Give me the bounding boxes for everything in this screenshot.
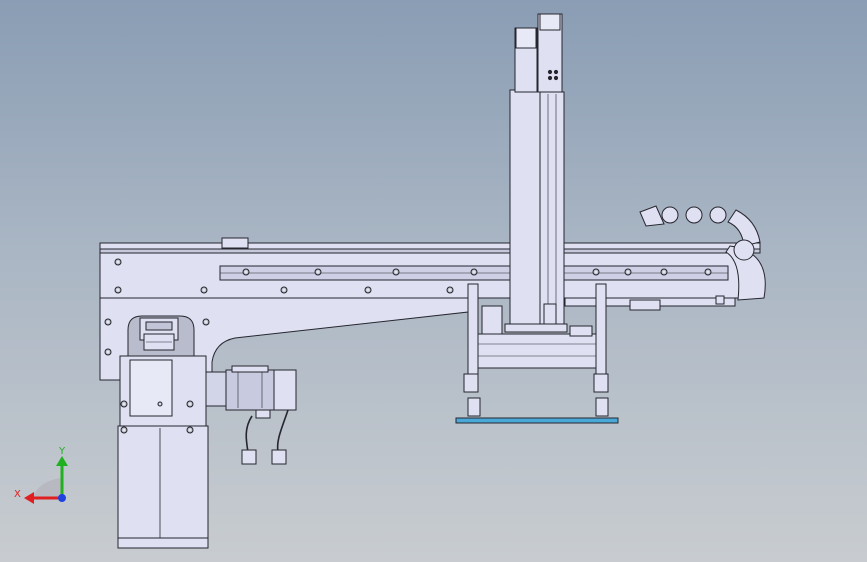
motor-body — [225, 369, 275, 411]
vertical-column — [509, 89, 541, 329]
beam-end-block — [715, 295, 725, 305]
triad-x-arrow — [24, 492, 34, 504]
motor-cable-2 — [276, 409, 289, 453]
housing-base — [117, 537, 209, 549]
motor-cap — [231, 365, 269, 373]
chain-link-3 — [709, 206, 727, 224]
vertical-axis[interactable] — [504, 13, 568, 333]
motor-rear — [273, 369, 297, 411]
motor-flange — [205, 371, 227, 407]
triad-plane — [32, 478, 62, 498]
housing-cover — [129, 359, 173, 417]
motor-cable-1 — [245, 415, 253, 453]
workpiece-plate — [455, 417, 619, 424]
beam-bracket — [629, 299, 661, 311]
chain-link-1 — [661, 206, 679, 224]
triad-z-axis — [58, 494, 66, 502]
column-gusset — [543, 303, 557, 325]
motor-connector — [255, 409, 271, 419]
housing-lower — [117, 425, 209, 539]
cable-plug-2 — [271, 449, 287, 465]
suction-pad-right — [595, 397, 609, 417]
triad-x-label: X — [14, 489, 21, 500]
carrier-post-left — [467, 283, 479, 375]
cable-chain[interactable] — [639, 205, 766, 301]
coupling — [139, 317, 179, 351]
horizontal-beam[interactable] — [99, 237, 761, 311]
vertical-rail — [539, 91, 565, 325]
carrier-frame — [477, 333, 597, 369]
carrier-post-right — [595, 283, 607, 375]
tool-carrier[interactable] — [455, 283, 619, 424]
column-base — [504, 323, 568, 333]
servo-motor[interactable] — [205, 365, 297, 465]
drive-housing[interactable] — [117, 355, 209, 549]
beam-top-rail — [99, 242, 761, 250]
suction-pad-left — [467, 397, 481, 417]
cable-plug-1 — [241, 449, 257, 465]
suction-cup-right — [593, 373, 609, 393]
orientation-triad: X Y — [14, 446, 68, 504]
vertical-motor-cap — [515, 27, 537, 49]
gantry-model[interactable] — [99, 13, 766, 549]
chain-link-2 — [685, 206, 703, 224]
triad-y-arrow — [56, 456, 68, 466]
beam-top-block — [221, 237, 249, 249]
gearbox-top — [539, 13, 561, 31]
carrier-head-2 — [569, 325, 593, 337]
beam-rail-strip — [99, 248, 761, 254]
triad-y-label: Y — [58, 446, 66, 457]
suction-cup-left — [463, 373, 479, 393]
chain-pulley — [733, 239, 755, 261]
bolts — [104, 69, 712, 434]
chain-bracket — [639, 205, 665, 227]
carrier-head — [481, 305, 503, 335]
